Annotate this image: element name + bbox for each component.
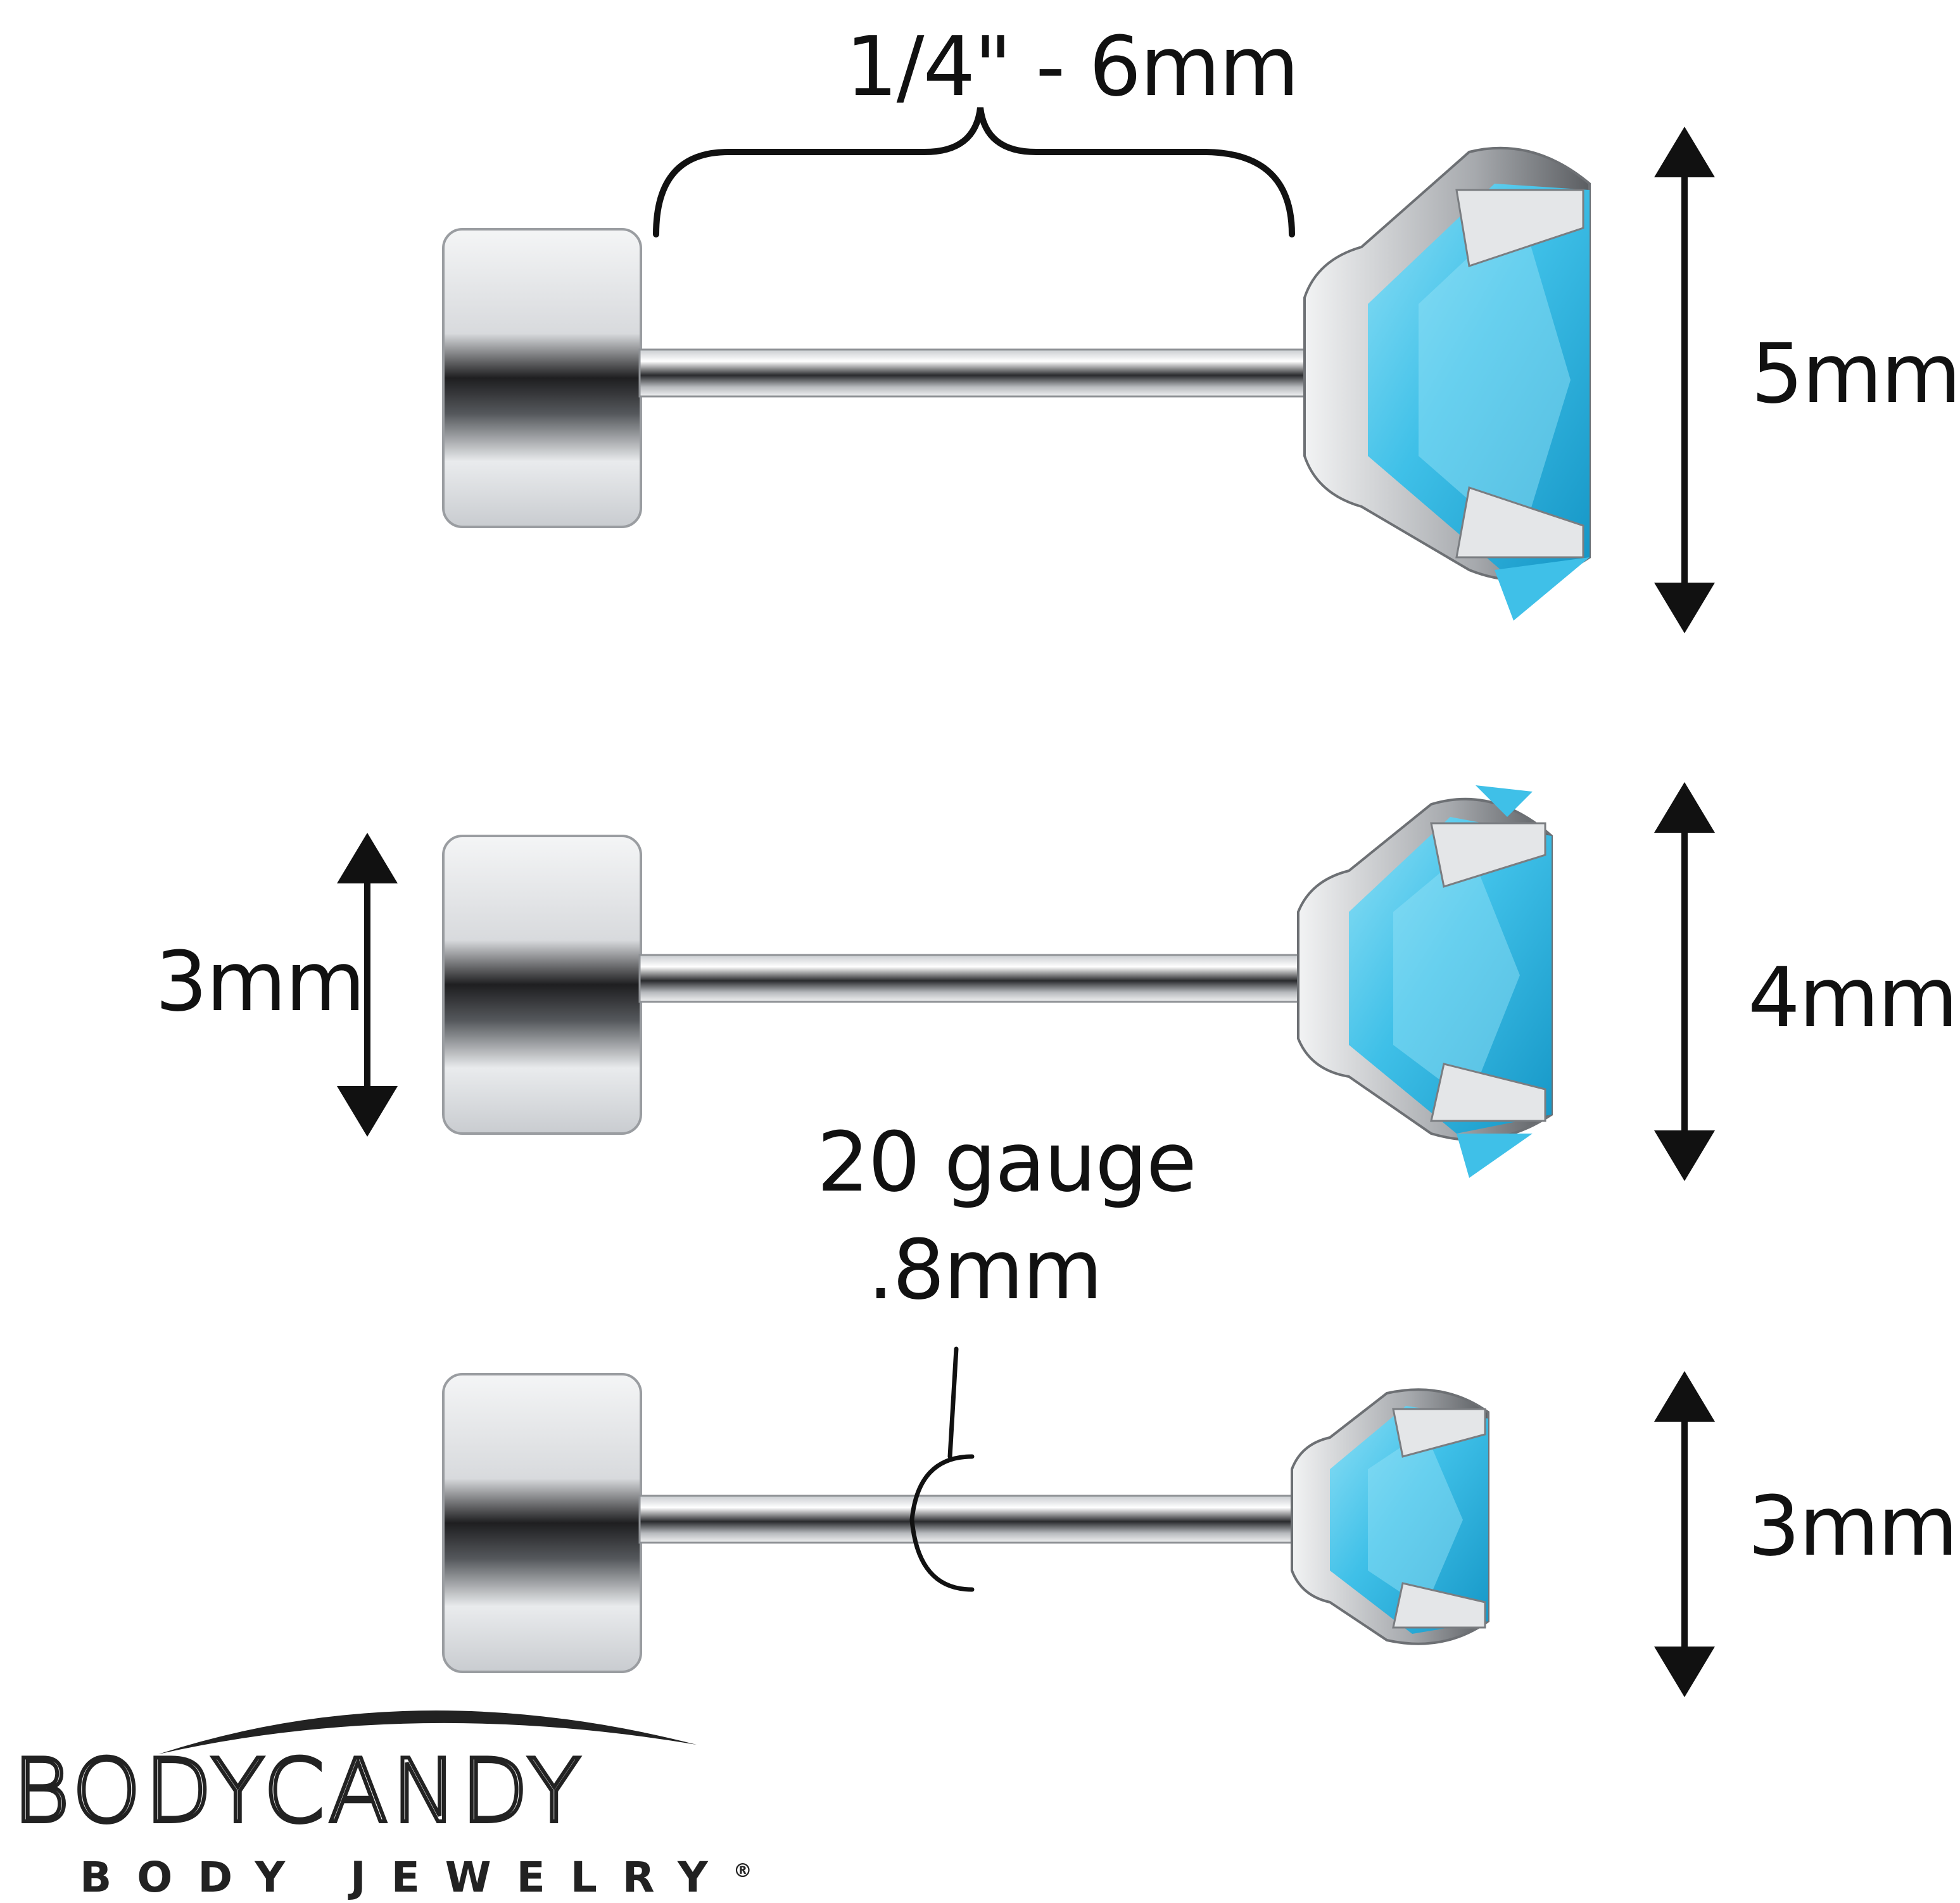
length-bracket [653, 107, 1295, 237]
registered-mark: ® [733, 1860, 752, 1882]
stud-3mm [442, 1373, 1489, 1673]
gauge-label: 20 gauge [817, 1114, 1197, 1210]
brand-wordmark: BODYCANDY [11, 1740, 585, 1842]
gem-5mm-label: 5mm [1751, 326, 1960, 422]
post-bar [638, 1495, 1299, 1544]
gauge-indicator [909, 1346, 975, 1592]
stud-5mm [442, 146, 1591, 621]
gem-setting [1291, 1388, 1489, 1645]
jewelry-illustration [158, 107, 1715, 1754]
gem-4mm-label: 4mm [1748, 949, 1958, 1046]
logo-swoosh [158, 1710, 697, 1754]
gem-5mm-arrow [1654, 127, 1715, 633]
brand-tagline-text: BODY JEWELRY [80, 1853, 733, 1902]
length-label: 1/4" - 6mm [845, 18, 1299, 115]
gem-setting [1297, 785, 1553, 1178]
back-disc [442, 835, 642, 1135]
back-disc-arrow [337, 833, 398, 1137]
gem-3mm-label: 3mm [1748, 1478, 1958, 1574]
post-bar [638, 348, 1312, 398]
diagram-canvas: 1/4" - 6mm 5mm 4mm 3mm 3mm 20 gauge .8mm… [11, 18, 1960, 1899]
back-disc [442, 228, 642, 528]
gem-setting [1303, 146, 1591, 621]
gem-3mm-arrow [1654, 1371, 1715, 1697]
back-disc [442, 1373, 642, 1673]
post-bar [638, 954, 1306, 1003]
stud-4mm [442, 785, 1553, 1178]
back-disc-label: 3mm [155, 933, 365, 1030]
gauge-mm-label: .8mm [868, 1222, 1103, 1318]
brand-tagline: BODY JEWELRY® [80, 1857, 752, 1899]
gem-4mm-arrow [1654, 782, 1715, 1181]
